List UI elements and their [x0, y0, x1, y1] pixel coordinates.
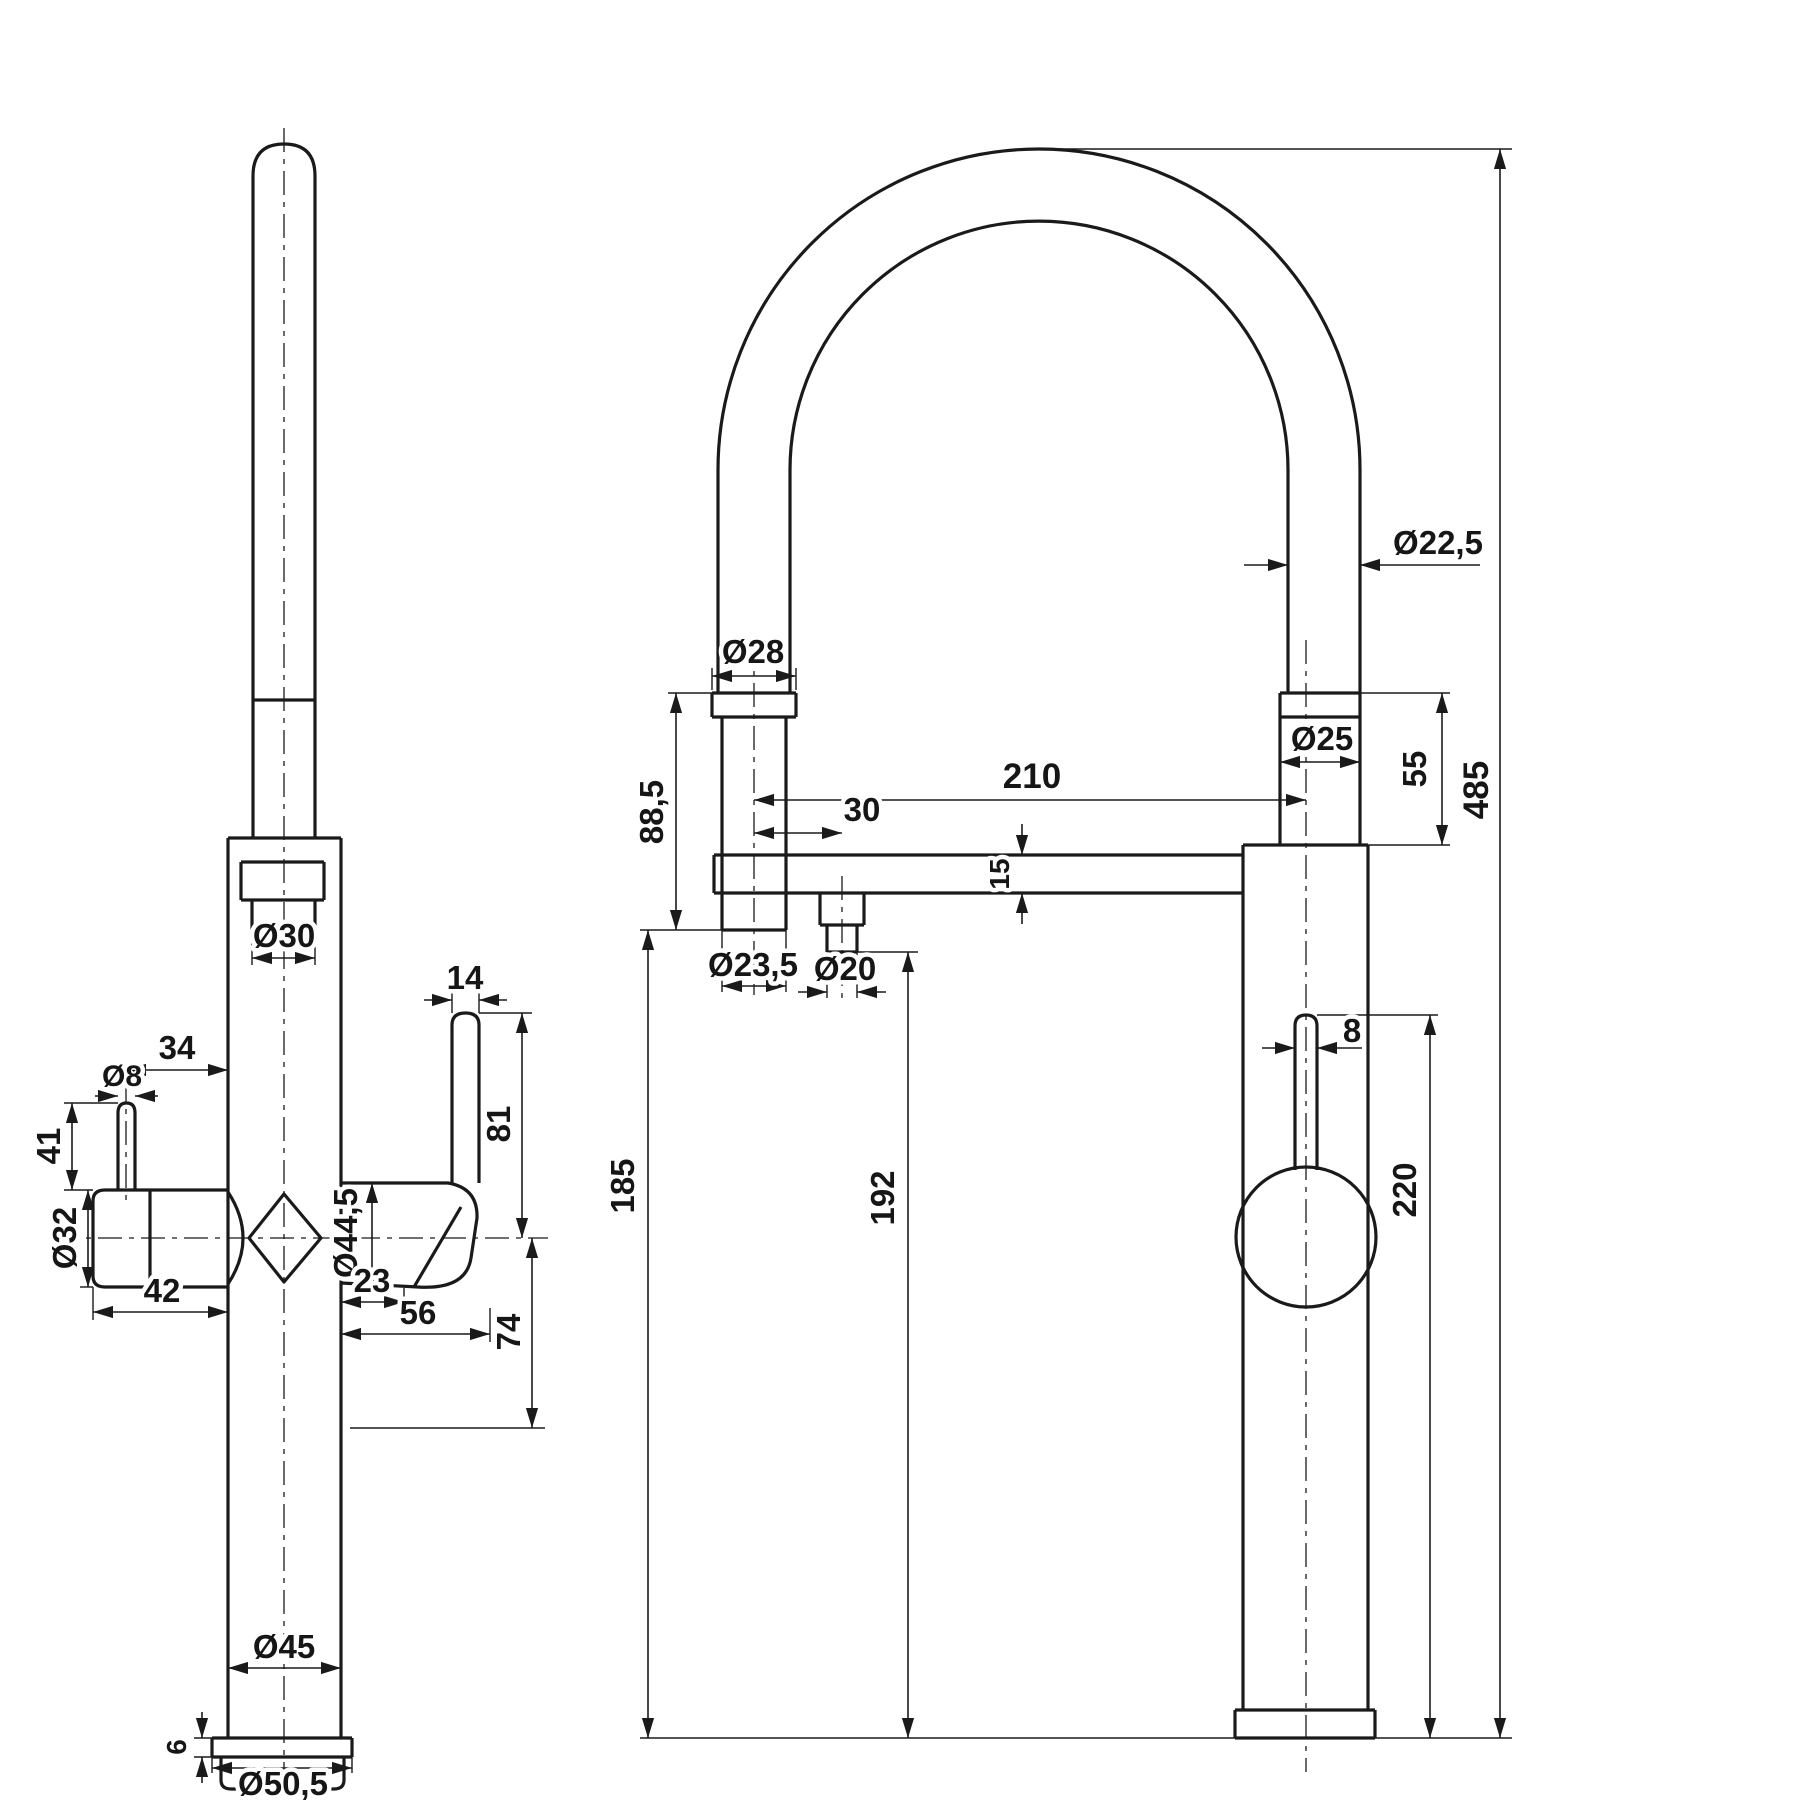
front-view: Ø22,5 Ø28 Ø25 55 485 210 30 88,5 15 Ø23,… — [600, 147, 1512, 1772]
dim-label-tube-diameter: Ø23,5 — [708, 946, 798, 983]
side-view-dimension-lines — [65, 951, 539, 1783]
hose-arc-outer — [716, 147, 1362, 471]
dim-label-base-diameter: Ø50,5 — [238, 1765, 328, 1800]
side-view-outlines — [91, 142, 481, 1791]
dim-label-clearance-nozzle: 192 — [864, 1170, 901, 1225]
valve-seat-diamond — [247, 1192, 323, 1284]
base-outline — [210, 1736, 354, 1791]
dim-label-fitting-diameter: Ø25 — [1291, 720, 1353, 757]
dim-label-handle-reach: 56 — [400, 1294, 437, 1331]
dim-label-nozzle-offset: 30 — [844, 791, 881, 828]
right-hose-tube — [1286, 470, 1362, 693]
front-view-extension-lines — [640, 148, 1512, 1739]
dim-label-total-height: 485 — [1457, 761, 1496, 819]
dim-label-body-diameter: Ø45 — [253, 1628, 315, 1665]
dim-label-pin-offset: 34 — [159, 1029, 196, 1066]
dim-label-fitting-height: 55 — [1396, 751, 1433, 788]
dim-label-lever-height: 81 — [480, 1106, 517, 1143]
front-view-labels: Ø22,5 Ø28 Ø25 55 485 210 30 88,5 15 Ø23,… — [600, 520, 1501, 1231]
lever-stick-outline — [450, 1011, 481, 1183]
front-view-centerlines — [753, 640, 1307, 1772]
side-view: Ø30 Ø8 34 41 Ø32 42 14 81 Ø44,5 23 56 74… — [26, 128, 548, 1800]
side-view-labels: Ø30 Ø8 34 41 Ø32 42 14 81 Ø44,5 23 56 74… — [26, 913, 532, 1800]
dim-label-spout-outlet: Ø30 — [253, 917, 315, 954]
dim-label-collar-diameter: Ø28 — [722, 633, 784, 670]
dim-label-clearance-tube: 185 — [604, 1158, 641, 1213]
dim-label-spout-reach: 210 — [1003, 757, 1061, 796]
dim-label-pin-diameter: Ø8 — [102, 1060, 142, 1093]
side-view-extension-lines — [64, 938, 545, 1773]
front-view-dimension-lines — [641, 149, 1507, 1738]
side-pin-outline — [116, 1101, 137, 1190]
left-hose-tube — [716, 470, 792, 693]
dim-label-side-handle-diameter: Ø32 — [46, 1207, 83, 1269]
spout-lower-tube — [251, 700, 317, 838]
dim-label-pin-height: 41 — [30, 1128, 67, 1165]
dim-label-pivot-offset: 23 — [354, 1262, 391, 1299]
neck-steps — [239, 860, 326, 940]
dim-label-base-plate-height: 6 — [161, 1739, 192, 1755]
dim-label-handle-height: 220 — [1386, 1162, 1423, 1217]
dim-label-lever-top-width: 14 — [447, 959, 484, 996]
dim-label-cartridge-diameter: Ø44,5 — [327, 1188, 364, 1278]
dim-label-tube-drop: 88,5 — [633, 780, 670, 844]
lever-pivot-outline — [340, 1181, 479, 1289]
dim-label-hose-diameter: Ø22,5 — [1393, 524, 1483, 561]
hose-arc-inner — [788, 219, 1290, 471]
column-base — [1233, 1708, 1377, 1740]
dim-label-stick-width: 8 — [1343, 1012, 1361, 1049]
dim-label-bracket-thickness: 15 — [984, 858, 1015, 889]
dim-label-handle-drop: 74 — [490, 1313, 527, 1350]
dim-label-nozzle-diameter: Ø20 — [814, 950, 876, 987]
dim-label-side-handle-length: 42 — [144, 1272, 181, 1309]
front-view-outlines — [710, 147, 1378, 1740]
bracket-arm — [712, 853, 1243, 895]
right-fitting — [1278, 691, 1362, 845]
